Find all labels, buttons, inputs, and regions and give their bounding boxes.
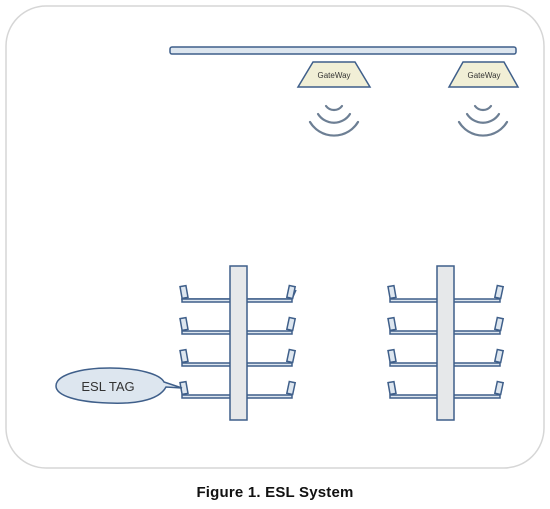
gateway-2-body: [447, 61, 520, 88]
esl-tag-bubble: [55, 367, 183, 404]
esl-tag-label: ESL TAG: [81, 379, 134, 394]
diagram-frame: [5, 5, 545, 469]
shelf-2: [387, 265, 505, 421]
gateway-1-label: GateWay: [317, 71, 350, 80]
gateway-2: GateWay: [447, 61, 520, 137]
ceiling-rail: [169, 46, 517, 55]
esl-tag-callout: ESL TAG: [55, 367, 183, 404]
gateway-2-signal-icon: [457, 104, 509, 137]
gateway-1-body: [296, 61, 372, 88]
gateway-1-signal-icon: [308, 104, 360, 137]
shelf-1-tier-2: [179, 316, 297, 335]
shelf-2-post: [436, 265, 455, 421]
shelf-1: [179, 265, 297, 421]
gateway-1: GateWay: [296, 61, 372, 137]
shelf-1-post: [229, 265, 248, 421]
gateway-2-label: GateWay: [467, 71, 500, 80]
figure-caption: Figure 1. ESL System: [196, 484, 354, 501]
